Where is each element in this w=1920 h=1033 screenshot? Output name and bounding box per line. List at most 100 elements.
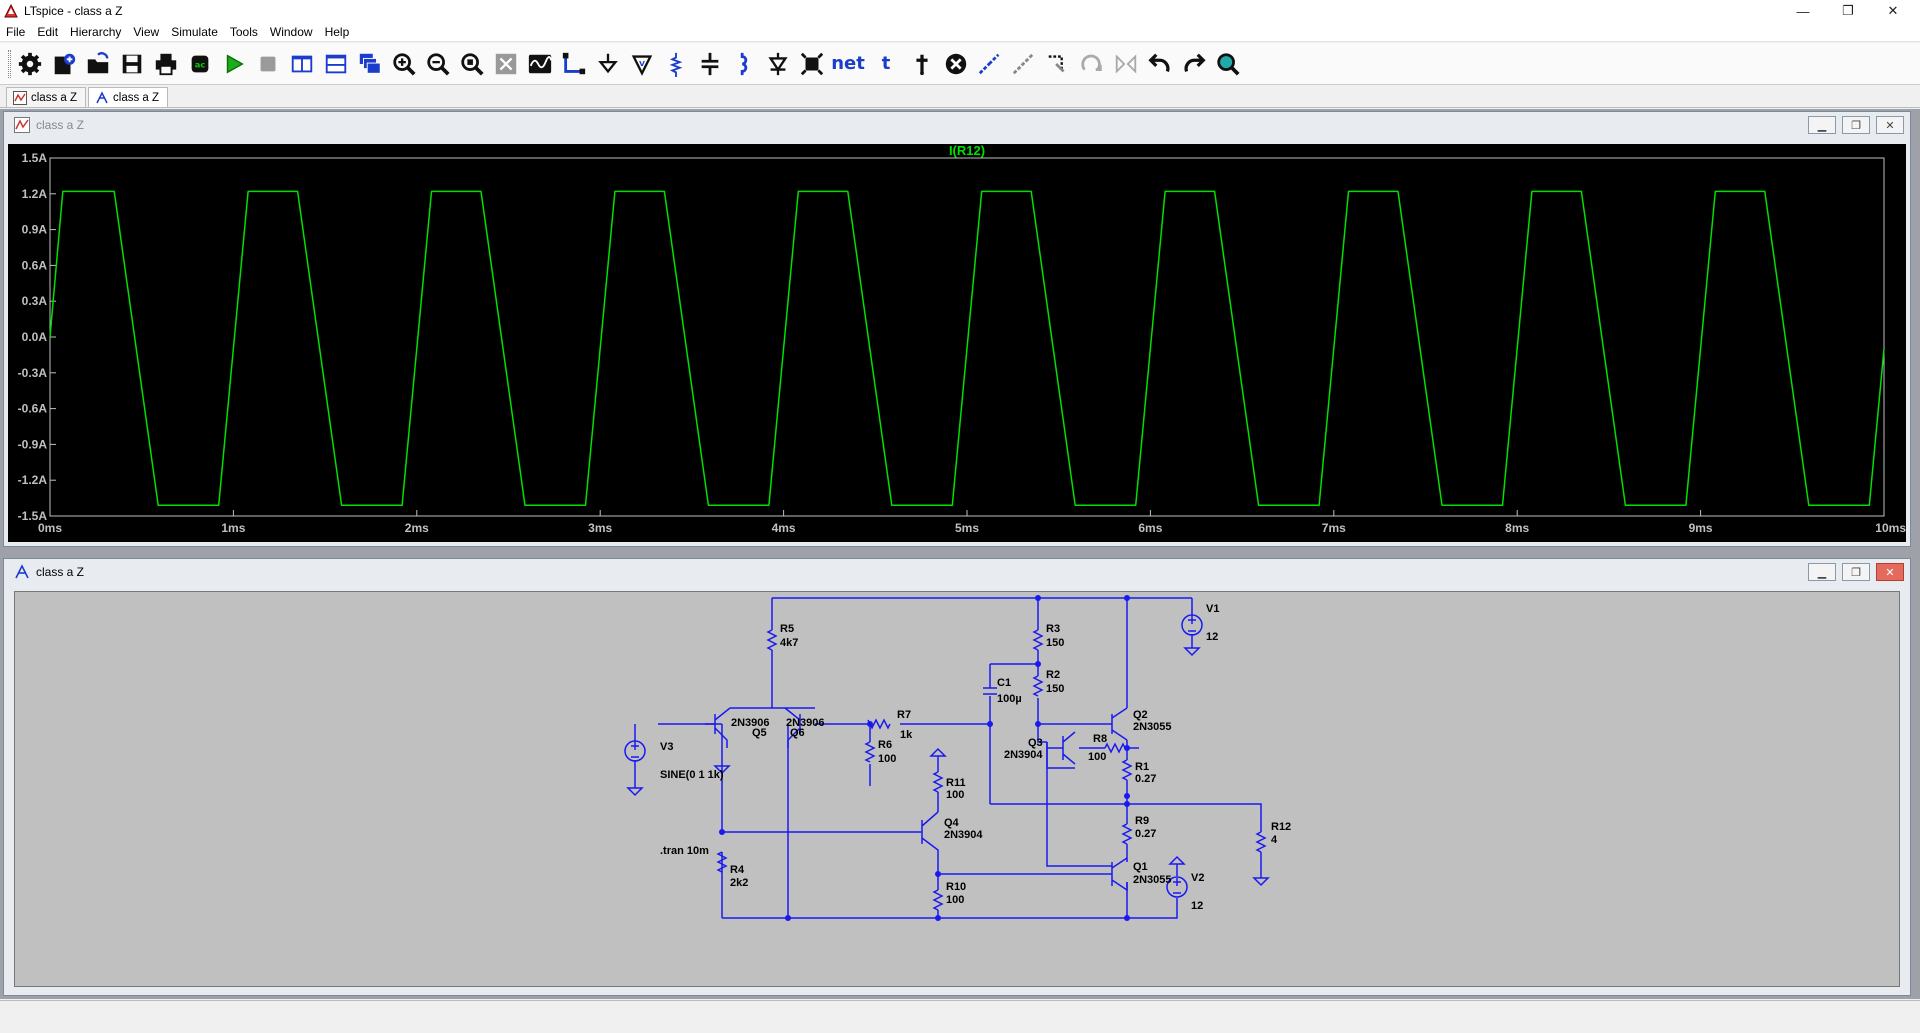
x-tick-label: 0ms xyxy=(38,521,62,535)
waveform-icon xyxy=(13,90,27,105)
component-button[interactable] xyxy=(799,49,825,79)
open-button[interactable] xyxy=(85,49,111,79)
new-schematic-button[interactable] xyxy=(51,49,77,79)
svg-text:2N3906: 2N3906 xyxy=(786,717,825,729)
undo-button[interactable] xyxy=(1147,49,1173,79)
mirror-button[interactable] xyxy=(1113,49,1139,79)
zoom-fit-button[interactable] xyxy=(459,49,485,79)
cascade-button[interactable] xyxy=(357,49,383,79)
ground-button[interactable] xyxy=(595,49,621,79)
zoom-fit-icon xyxy=(461,52,484,76)
menu-file[interactable]: File xyxy=(6,24,26,39)
waveform-icon xyxy=(14,117,30,133)
tile-vertical-button[interactable] xyxy=(289,49,315,79)
label-net-button[interactable]: V xyxy=(629,49,655,79)
waveform-minimize-button[interactable]: ▁ xyxy=(1808,116,1836,134)
run-button[interactable] xyxy=(221,49,247,79)
zoom-extents-icon xyxy=(495,53,517,74)
svg-text:R2: R2 xyxy=(1046,669,1060,681)
menu-hierarchy[interactable]: Hierarchy xyxy=(70,24,122,39)
tab-waveform[interactable]: class a Z xyxy=(6,87,87,107)
redo-button[interactable] xyxy=(1181,49,1207,79)
net-name-button[interactable]: net xyxy=(831,53,865,74)
tile-horizontal-button[interactable] xyxy=(323,49,349,79)
x-tick-label: 6ms xyxy=(1138,521,1162,535)
schematic-canvas[interactable]: R5 4k7 R3 150 R2 150 C1 100µ V1 12 2N390… xyxy=(14,591,1900,987)
move-button[interactable] xyxy=(1011,49,1037,79)
svg-text:V: V xyxy=(639,58,645,67)
drag-button[interactable] xyxy=(1045,49,1071,79)
cascade-windows-icon xyxy=(359,53,381,74)
menu-edit[interactable]: Edit xyxy=(37,24,59,39)
menu-window[interactable]: Window xyxy=(269,24,313,39)
schematic-close-button[interactable]: ✕ xyxy=(1876,563,1904,581)
inductor-button[interactable] xyxy=(731,49,757,79)
capacitor-button[interactable] xyxy=(697,49,723,79)
y-tick-label: -1.5A xyxy=(18,509,48,523)
waveform-chart[interactable]: I(R12)1.5A1.2A0.9A0.6A0.3A0.0A-0.3A-0.6A… xyxy=(8,143,1907,542)
menu-view[interactable]: View xyxy=(133,24,160,39)
settings-button[interactable] xyxy=(17,49,43,79)
schematic-restore-button[interactable]: ❐ xyxy=(1842,563,1870,581)
svg-text:V2: V2 xyxy=(1191,872,1204,884)
title-bar: LTspice - class a Z — ❐ ✕ xyxy=(0,0,1920,22)
drag-icon xyxy=(1048,54,1065,72)
inductor-icon xyxy=(740,52,748,75)
toolbar-grip[interactable] xyxy=(8,49,11,78)
trace-name-label[interactable]: I(R12) xyxy=(949,143,985,158)
close-button[interactable]: ✕ xyxy=(1887,3,1899,18)
maximize-button[interactable]: ❐ xyxy=(1842,3,1854,18)
menu-tools[interactable]: Tools xyxy=(229,24,258,39)
svg-text:0.27: 0.27 xyxy=(1135,773,1156,785)
zoom-out-button[interactable] xyxy=(425,49,451,79)
schematic-window-titlebar[interactable]: class a Z xyxy=(4,559,1910,585)
x-tick-label: 10ms xyxy=(1875,521,1906,535)
menu-simulate[interactable]: Simulate xyxy=(171,24,218,39)
halt-button[interactable] xyxy=(255,49,281,79)
waveform-close-button[interactable]: ✕ xyxy=(1876,116,1904,134)
svg-text:ac: ac xyxy=(195,59,206,69)
autorange-button[interactable] xyxy=(527,49,553,79)
x-tick-label: 7ms xyxy=(1322,521,1346,535)
rotate-button[interactable] xyxy=(1079,49,1105,79)
zoom-full-button[interactable] xyxy=(493,49,519,79)
svg-text:R12: R12 xyxy=(1271,821,1291,833)
folder-open-icon xyxy=(87,51,109,73)
wire-button[interactable] xyxy=(561,49,587,79)
duplicate-button[interactable] xyxy=(977,49,1003,79)
spice-directive-button[interactable] xyxy=(909,49,935,79)
svg-text:2N3055: 2N3055 xyxy=(1133,874,1172,886)
save-button[interactable] xyxy=(119,49,145,79)
voltage-sources xyxy=(624,614,1203,898)
tile-horizontal-icon xyxy=(325,54,347,73)
schematic-window-title: class a Z xyxy=(36,565,85,579)
schematic-drawing[interactable]: R5 4k7 R3 150 R2 150 C1 100µ V1 12 2N390… xyxy=(15,592,1901,988)
svg-text:V1: V1 xyxy=(1206,603,1219,615)
zoom-in-button[interactable] xyxy=(391,49,417,79)
schematic-minimize-button[interactable]: ▁ xyxy=(1808,563,1836,581)
minimize-button[interactable]: — xyxy=(1796,3,1810,19)
svg-text:100: 100 xyxy=(946,789,964,801)
svg-text:R7: R7 xyxy=(897,709,911,721)
component-labels: R5 4k7 R3 150 R2 150 C1 100µ V1 12 2N390… xyxy=(660,603,1291,912)
menu-help[interactable]: Help xyxy=(324,24,350,39)
ac-analysis-button[interactable]: ac xyxy=(187,49,213,79)
print-button[interactable] xyxy=(153,49,179,79)
redo-icon xyxy=(1184,53,1206,72)
diode-button[interactable] xyxy=(765,49,791,79)
series-line-0[interactable] xyxy=(49,190,1885,507)
tab-schematic[interactable]: class a Z xyxy=(88,87,169,107)
svg-text:2N3055: 2N3055 xyxy=(1133,721,1172,733)
svg-text:R6: R6 xyxy=(878,739,892,751)
svg-text:Q2: Q2 xyxy=(1133,709,1148,721)
waveform-window-titlebar[interactable]: class a Z xyxy=(4,112,1910,138)
svg-text:150: 150 xyxy=(1046,637,1064,649)
waveform-restore-button[interactable]: ❐ xyxy=(1842,116,1870,134)
undo-icon xyxy=(1148,53,1170,72)
delete-button[interactable] xyxy=(943,49,969,79)
svg-text:R5: R5 xyxy=(780,623,794,635)
resistor-button[interactable] xyxy=(663,49,689,79)
text-button[interactable]: t xyxy=(881,53,891,74)
find-button[interactable] xyxy=(1215,49,1241,79)
